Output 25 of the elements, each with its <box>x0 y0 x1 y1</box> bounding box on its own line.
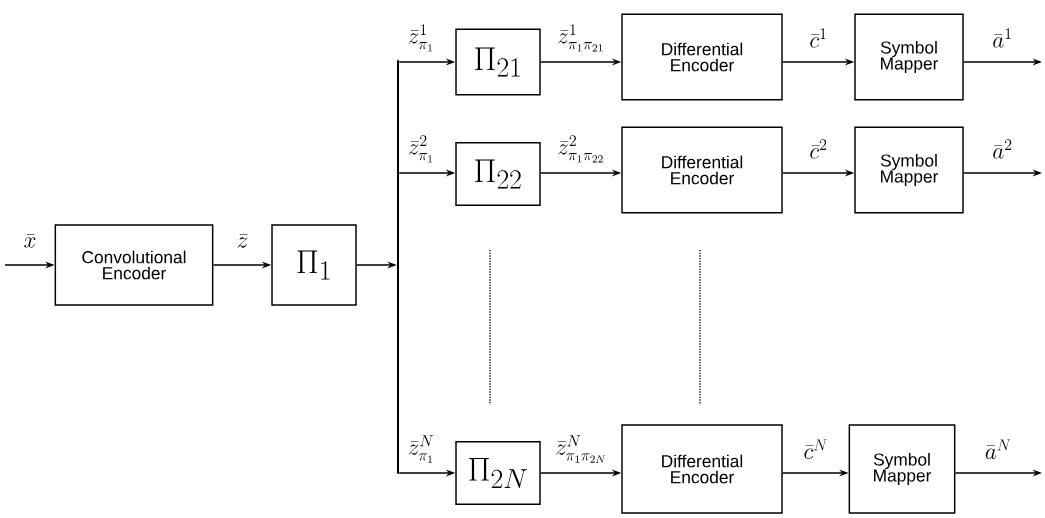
process-box: Differential Encoder <box>621 126 783 214</box>
process-box: Symbol Mapper <box>854 126 964 214</box>
edge-label: $\bar{z}_{\pi_1}^{2}$ <box>408 135 432 163</box>
process-box: Symbol Mapper <box>854 13 964 101</box>
interleaver-box: $\Pi_{1}$ <box>271 224 357 306</box>
process-box: Differential Encoder <box>621 424 783 514</box>
process-box: Differential Encoder <box>621 13 783 101</box>
edge-label: $\bar{z}_{\pi_1}^{N}$ <box>408 435 434 463</box>
interleaver-box: $\Pi_{2N}$ <box>455 440 541 506</box>
edge-label: $\bar{c}^{N}$ <box>804 439 827 459</box>
process-box: Symbol Mapper <box>848 424 956 514</box>
edge-label: $\bar{z}_{\pi_1\pi_{2N}}^{N}$ <box>556 435 606 463</box>
interleaver-box: $\Pi_{22}$ <box>455 141 541 207</box>
edge-label: $\bar{z}$ <box>237 234 248 248</box>
edge-label: $\bar{x}$ <box>24 234 36 248</box>
edge-label: $\bar{a}^{N}$ <box>985 439 1011 459</box>
interleaver-box: $\Pi_{21}$ <box>455 28 541 96</box>
edge-label: $\bar{c}^{2}$ <box>810 139 827 159</box>
edge-label: $\bar{a}^{2}$ <box>993 139 1012 159</box>
edge-label: $\bar{z}_{\pi_1}^{1}$ <box>408 24 432 52</box>
process-box: Convolutional Encoder <box>54 224 214 306</box>
edge-label: $\bar{a}^{1}$ <box>993 28 1011 48</box>
edge-label: $\bar{z}_{\pi_1\pi_{22}}^{2}$ <box>558 135 603 163</box>
edge-label: $\bar{z}_{\pi_1\pi_{21}}^{1}$ <box>558 24 603 52</box>
edge-label: $\bar{c}^{1}$ <box>810 28 826 48</box>
